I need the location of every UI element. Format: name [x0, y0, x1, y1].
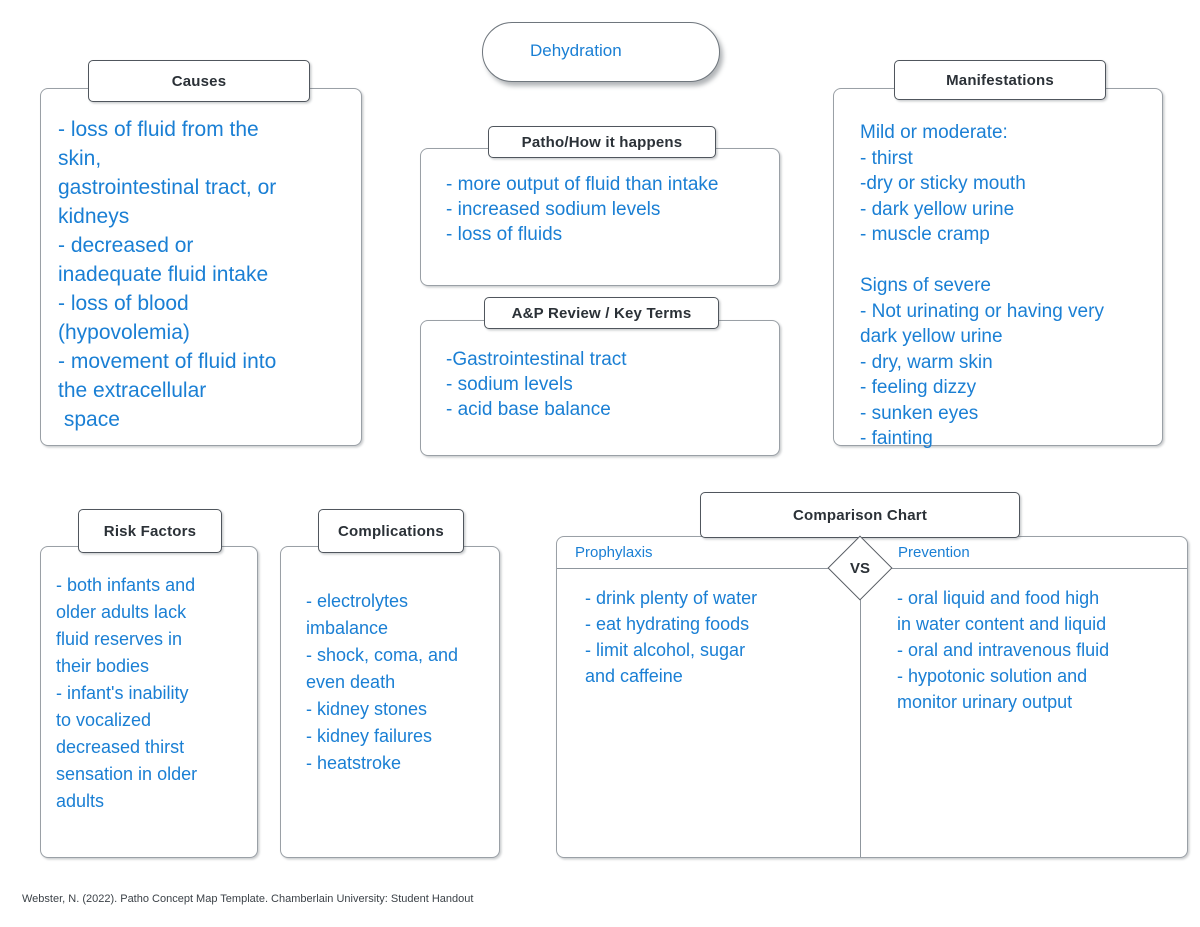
- causes-header-tab[interactable]: Causes: [88, 60, 310, 102]
- risk-factors-box[interactable]: [40, 546, 258, 858]
- comparison-left-body-text: - drink plenty of water - eat hydrating …: [585, 588, 758, 686]
- risk-factors-header-tab[interactable]: Risk Factors: [78, 509, 222, 553]
- vs-label: VS: [849, 559, 870, 577]
- comparison-chart-box[interactable]: [556, 536, 1188, 858]
- patho-body-text: - more output of fluid than intake - inc…: [446, 174, 719, 245]
- causes-body-text: - loss of fluid from the skin, gastroint…: [58, 118, 277, 431]
- manifestations-box[interactable]: [833, 88, 1163, 446]
- causes-header-label: Causes: [171, 72, 227, 90]
- risk-factors-header-label: Risk Factors: [103, 522, 197, 540]
- causes-box[interactable]: [40, 88, 362, 446]
- comparison-chart-header-label: Comparison Chart: [792, 506, 928, 524]
- anp-review-body-text: -Gastrointestinal tract - sodium levels …: [446, 349, 627, 420]
- central-topic-label: Dehydration: [530, 41, 622, 60]
- comparison-column-divider: [860, 537, 861, 857]
- comparison-left-column-label: Prophylaxis: [575, 544, 653, 561]
- patho-header-label: Patho/How it happens: [521, 133, 683, 151]
- central-topic-node[interactable]: Dehydration: [482, 22, 720, 82]
- risk-factors-body-text: - both infants and older adults lack flu…: [56, 575, 198, 811]
- complications-body-text: - electrolytes imbalance - shock, coma, …: [306, 591, 459, 773]
- manifestations-header-tab[interactable]: Manifestations: [894, 60, 1106, 100]
- comparison-chart-header-tab[interactable]: Comparison Chart: [700, 492, 1020, 538]
- comparison-right-column-label: Prevention: [898, 544, 970, 561]
- manifestations-body-text: Mild or moderate: - thirst -dry or stick…: [860, 122, 1104, 449]
- anp-review-header-label: A&P Review / Key Terms: [511, 304, 692, 322]
- citation-footer: Webster, N. (2022). Patho Concept Map Te…: [22, 893, 474, 905]
- complications-header-label: Complications: [338, 522, 444, 540]
- patho-header-tab[interactable]: Patho/How it happens: [488, 126, 716, 158]
- anp-review-box[interactable]: [420, 320, 780, 456]
- complications-box[interactable]: [280, 546, 500, 858]
- anp-review-header-tab[interactable]: A&P Review / Key Terms: [484, 297, 719, 329]
- manifestations-header-label: Manifestations: [946, 71, 1054, 89]
- patho-box[interactable]: [420, 148, 780, 286]
- complications-header-tab[interactable]: Complications: [318, 509, 464, 553]
- vs-diamond-icon: VS: [827, 535, 893, 601]
- comparison-right-body-text: - oral liquid and food high in water con…: [897, 588, 1110, 712]
